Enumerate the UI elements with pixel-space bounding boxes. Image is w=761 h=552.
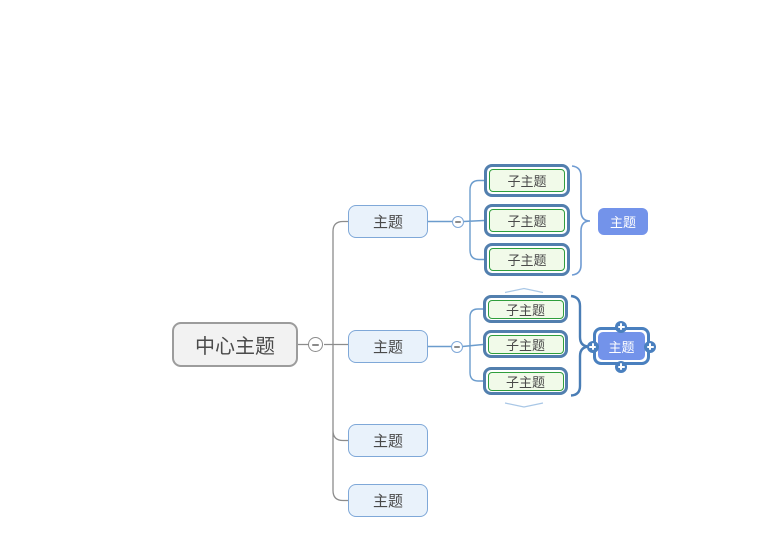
topic-label: 主题	[372, 493, 403, 510]
subtopic-node-1-3[interactable]: 子主题	[484, 243, 570, 276]
topic-node-3[interactable]: 主题	[348, 424, 428, 457]
subtopic-inner: 子主题	[487, 299, 564, 319]
subtopic-node-2-1[interactable]: 子主题	[483, 295, 568, 323]
minus-icon	[454, 345, 460, 348]
central-topic-node[interactable]: 中心主题	[172, 322, 298, 367]
subtopic-inner: 子主题	[489, 209, 565, 232]
branch1-connector-lines	[428, 179, 485, 261]
subtopic-label: 子主题	[505, 374, 545, 390]
minus-icon	[455, 220, 461, 223]
subtopic-label: 子主题	[505, 302, 545, 318]
subtopic-label: 子主题	[505, 337, 545, 353]
summary-brace-1	[571, 165, 591, 276]
topic-label: 主题	[372, 433, 403, 450]
collapse-button-branch2[interactable]	[451, 340, 463, 353]
subtopic-node-1-2[interactable]: 子主题	[484, 204, 570, 237]
summary-label: 主题	[609, 215, 636, 230]
topic-node-4[interactable]: 主题	[348, 484, 428, 517]
subtopic-inner: 子主题	[489, 169, 565, 192]
subtopic-node-2-2[interactable]: 子主题	[483, 330, 568, 358]
selection-handle-left-icon[interactable]	[586, 340, 599, 353]
minus-icon	[312, 343, 319, 346]
subtopic-node-2-3[interactable]: 子主题	[483, 367, 568, 395]
branch2-connector-lines	[428, 308, 484, 382]
selection-handle-right-icon[interactable]	[644, 340, 656, 353]
subtopic-label: 子主题	[507, 174, 547, 189]
topic-node-2[interactable]: 主题	[348, 330, 428, 363]
collapse-button-branch1[interactable]	[452, 215, 464, 228]
subtopic-label: 子主题	[507, 253, 547, 268]
topic-label: 主题	[372, 339, 403, 356]
central-topic-label: 中心主题	[195, 336, 275, 358]
summary-topic-node-2-selected[interactable]: 主题	[598, 332, 645, 360]
subtopic-inner: 子主题	[489, 248, 565, 271]
collapse-button-central[interactable]	[308, 337, 323, 352]
summary-label: 主题	[608, 339, 635, 355]
central-connector-lines	[298, 220, 348, 502]
subtopic-inner: 子主题	[487, 334, 564, 354]
selection-handle-top-icon[interactable]	[615, 320, 627, 333]
subtopic-inner: 子主题	[487, 371, 564, 391]
summary-topic-node-1[interactable]: 主题	[598, 208, 648, 235]
summary-range-chevron-top	[504, 287, 544, 294]
summary-range-chevron-bottom	[504, 402, 544, 408]
topic-node-1[interactable]: 主题	[348, 205, 428, 238]
topic-label: 主题	[372, 214, 403, 231]
subtopic-label: 子主题	[507, 214, 547, 229]
selection-handle-bottom-icon[interactable]	[615, 360, 627, 373]
subtopic-node-1-1[interactable]: 子主题	[484, 164, 570, 197]
